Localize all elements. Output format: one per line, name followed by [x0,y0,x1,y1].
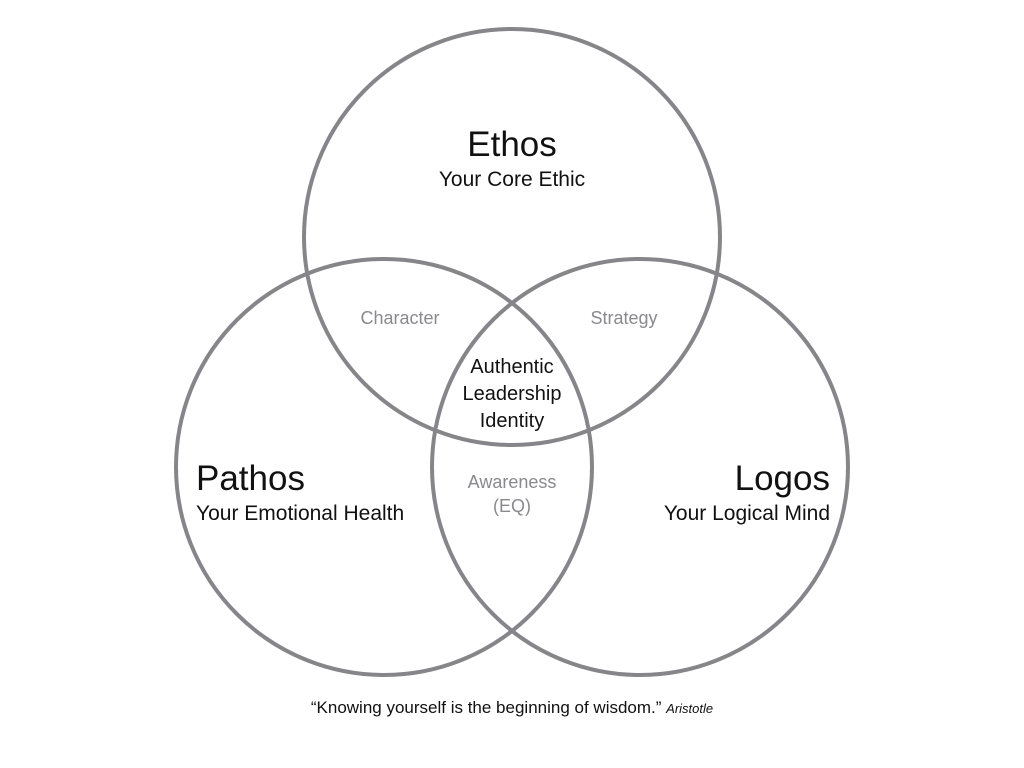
pathos-title: Pathos [196,459,305,498]
quote-text: “Knowing yourself is the beginning of wi… [310,698,662,717]
ethos-circle [302,27,722,447]
logos-title: Logos [734,459,830,498]
ethos-title: Ethos [467,125,557,164]
center-label-line-1: Authentic [470,356,554,378]
strategy-label: Strategy [590,308,658,328]
quote-author: Aristotle [666,701,714,716]
center-label-line-2: Leadership [462,383,562,405]
eq-label: (EQ) [493,496,531,516]
logos-circle [430,257,850,677]
character-label: Character [360,308,440,328]
logos-subtitle: Your Logical Mind [663,502,830,525]
pathos-circle [174,257,594,677]
ethos-subtitle: Your Core Ethic [438,168,586,191]
center-label-line-3: Identity [479,410,545,432]
awareness-label: Awareness [467,472,557,492]
quote: “Knowing yourself is the beginning of wi… [0,697,1024,720]
pathos-subtitle: Your Emotional Health [196,502,405,525]
